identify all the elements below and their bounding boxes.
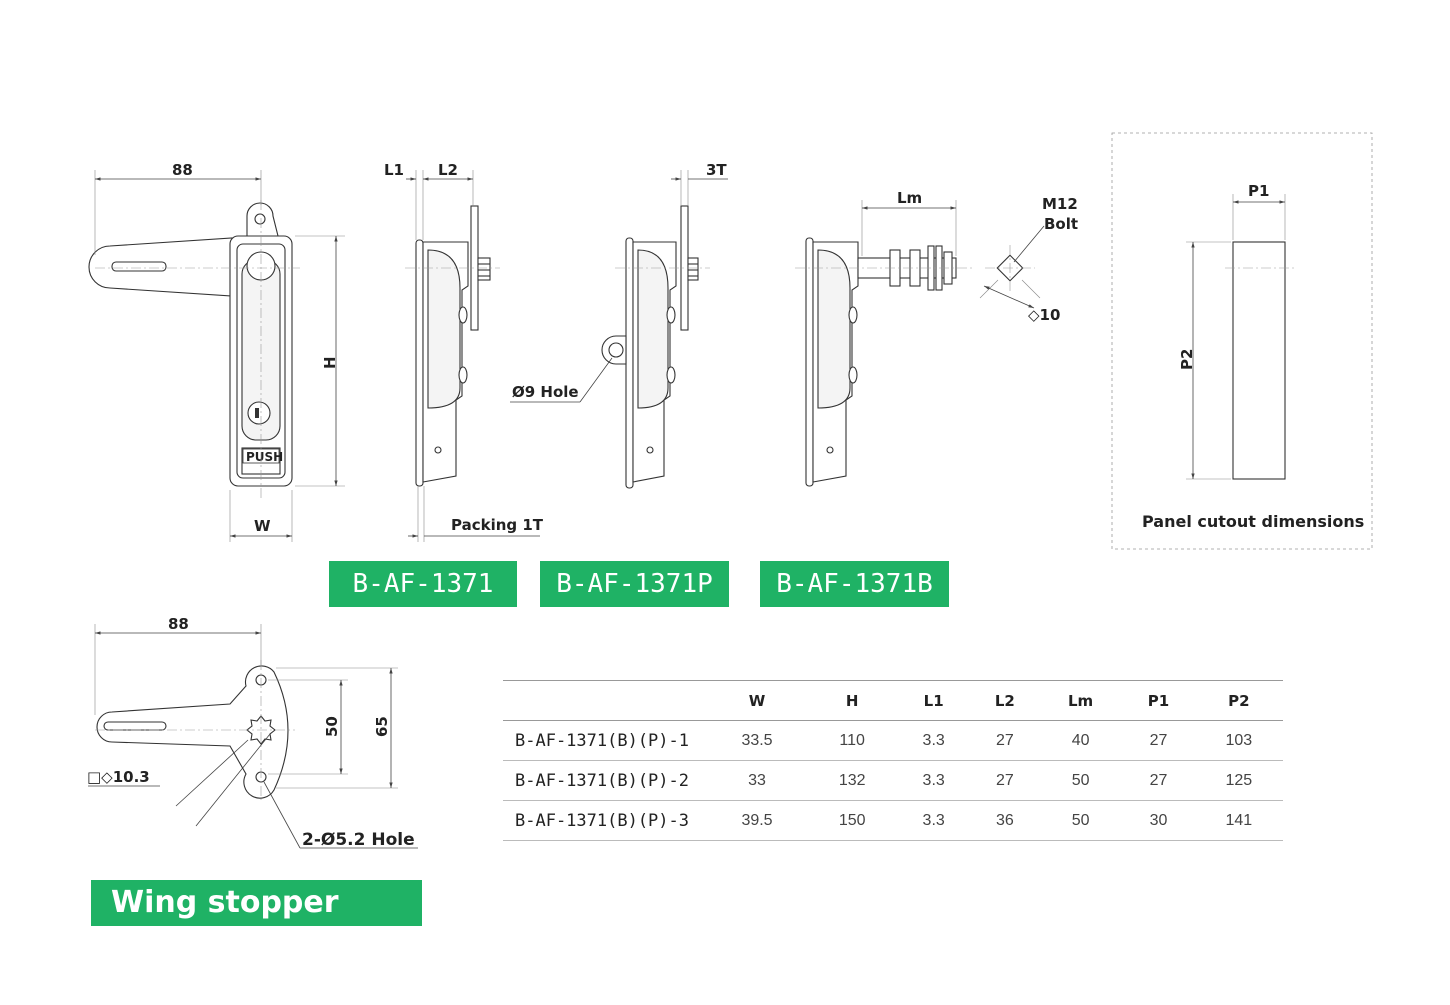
row-cell: 33.5 — [706, 720, 809, 761]
push-label: PUSH — [246, 450, 283, 464]
wing-inner-dim: 50 — [323, 716, 341, 737]
table-row: B-AF-1371(B)(P)-3 39.5 150 3.3 36 50 30 … — [503, 800, 1283, 841]
header-h: H — [808, 680, 897, 721]
b-square-dim: ◇10 — [1028, 306, 1060, 324]
row-cell: 103 — [1194, 720, 1283, 761]
header-lm: Lm — [1038, 680, 1123, 721]
model-tag-1371p: B-AF-1371P — [540, 561, 729, 607]
row-cell: 141 — [1194, 800, 1283, 841]
front-width-dim: 88 — [172, 161, 193, 179]
row-cell: 27 — [971, 760, 1039, 801]
row-cell: 39.5 — [706, 800, 809, 841]
row-cell: 150 — [808, 800, 897, 841]
row-cell: 125 — [1194, 760, 1283, 801]
table-row: B-AF-1371(B)(P)-1 33.5 110 3.3 27 40 27 … — [503, 720, 1283, 761]
row-cell: 50 — [1038, 760, 1123, 801]
row-cell: 50 — [1038, 800, 1123, 841]
row-model: B-AF-1371(B)(P)-1 — [503, 720, 706, 761]
cutout-caption: Panel cutout dimensions — [1142, 512, 1364, 531]
row-cell: 33 — [706, 760, 809, 801]
p-hole-label: Ø9 Hole — [512, 383, 579, 401]
wing-holes-label: 2-Ø5.2 Hole — [302, 830, 415, 850]
row-cell: 110 — [808, 720, 897, 761]
wing-square-dim: □◇10.3 — [87, 768, 150, 786]
model-tag-1371b: B-AF-1371B — [760, 561, 949, 607]
cutout-p1-dim: P1 — [1248, 182, 1269, 200]
wing-plate-view: 88 50 65 □◇10.3 2-Ø5.2 Hole — [87, 615, 418, 850]
cutout-p2-dim: P2 — [1178, 349, 1196, 370]
panel-cutout: P1 P2 Panel cutout dimensions — [1111, 132, 1373, 550]
row-cell: 3.3 — [896, 800, 971, 841]
wing-width-dim: 88 — [168, 615, 189, 633]
header-p2: P2 — [1194, 680, 1283, 721]
row-model: B-AF-1371(B)(P)-2 — [503, 760, 706, 801]
row-cell: 3.3 — [896, 720, 971, 761]
table-row: B-AF-1371(B)(P)-2 33 132 3.3 27 50 27 12… — [503, 760, 1283, 801]
header-p1: P1 — [1122, 680, 1195, 721]
row-cell: 27 — [1122, 720, 1195, 761]
side-view: L1 L2 Packing 1T — [384, 161, 544, 542]
front-w-dim: W — [254, 517, 271, 535]
b-bolt-label-2: Bolt — [1044, 215, 1078, 233]
row-cell: 132 — [808, 760, 897, 801]
row-cell: 3.3 — [896, 760, 971, 801]
row-cell: 27 — [1122, 760, 1195, 801]
wing-stopper-tag: Wing stopper plate — [91, 880, 422, 966]
b-lm-dim: Lm — [897, 189, 922, 207]
header-l2: L2 — [971, 680, 1039, 721]
p-thickness-dim: 3T — [706, 161, 727, 179]
row-cell: 40 — [1038, 720, 1123, 761]
header-l1: L1 — [896, 680, 971, 721]
wing-outer-dim: 65 — [373, 716, 391, 737]
b-bolt-label-1: M12 — [1042, 195, 1078, 213]
row-cell: 30 — [1122, 800, 1195, 841]
side-l2-dim: L2 — [438, 161, 458, 179]
side-packing-dim: Packing 1T — [451, 516, 544, 534]
side-l1-dim: L1 — [384, 161, 404, 179]
header-model — [503, 680, 706, 721]
front-height-dim: H — [321, 356, 339, 369]
model-tag-1371: B-AF-1371 — [329, 561, 517, 607]
header-w: W — [706, 680, 809, 721]
row-cell: 27 — [971, 720, 1039, 761]
row-model: B-AF-1371(B)(P)-3 — [503, 800, 706, 841]
row-cell: 36 — [971, 800, 1039, 841]
spec-table: W H L1 L2 Lm P1 P2 B-AF-1371(B)(P)-1 33.… — [503, 680, 1283, 841]
spec-header-row: W H L1 L2 Lm P1 P2 — [503, 680, 1283, 721]
b-view: Lm M12 Bolt ◇10 — [795, 189, 1078, 487]
p-view: 3T Ø9 Hole — [510, 161, 728, 489]
front-view: PUSH 88 H W — [88, 161, 345, 542]
